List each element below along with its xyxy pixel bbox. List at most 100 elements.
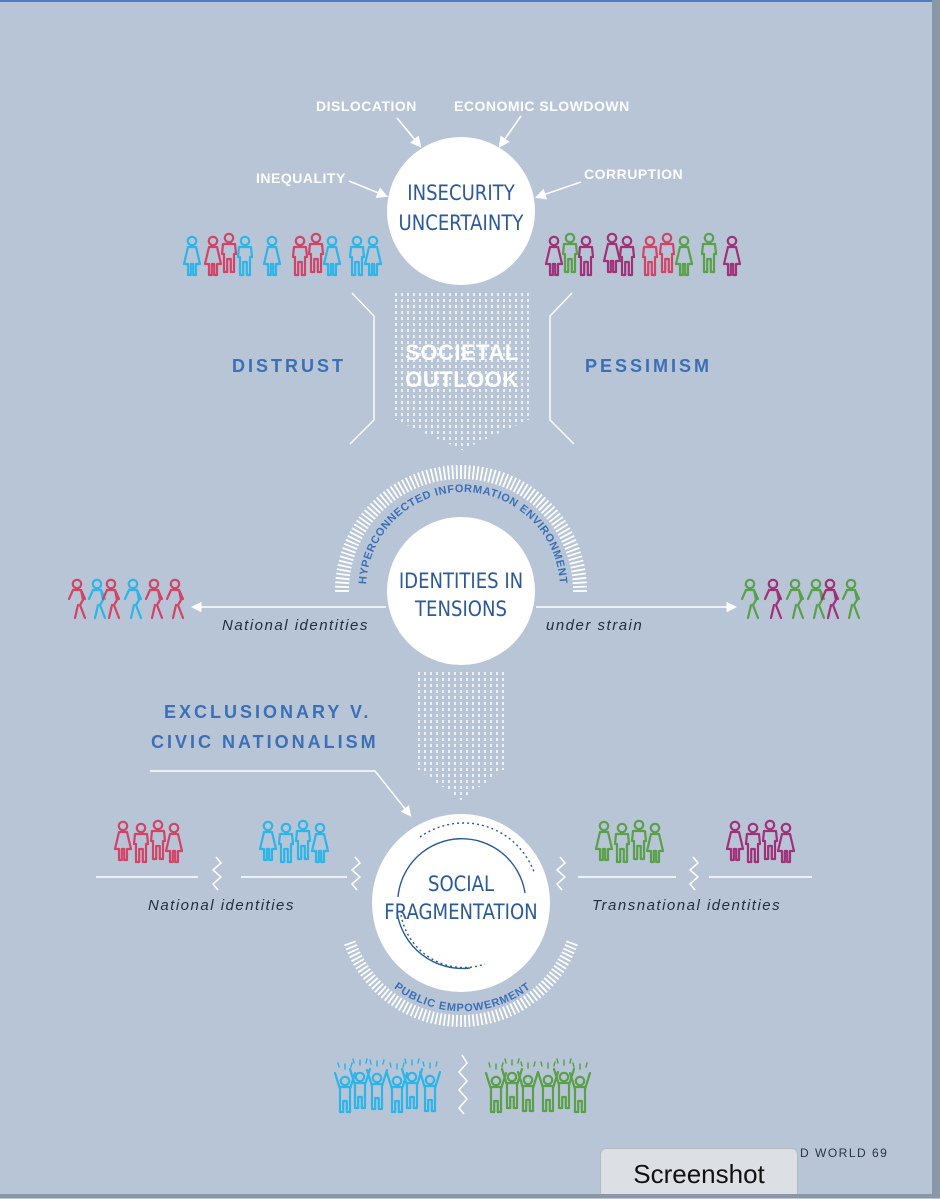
ring-tick	[435, 1013, 437, 1025]
group-national-red	[115, 821, 182, 862]
ring-tick	[488, 1012, 491, 1024]
ring-tick	[571, 565, 585, 568]
exclusionary-label: EXCLUSIONARY V.	[164, 702, 371, 723]
ring-tick	[568, 552, 581, 556]
nationalism-arrow	[150, 771, 410, 815]
ring-tick	[484, 468, 487, 482]
insecurity-line-2: UNCERTAINTY	[392, 208, 530, 238]
ring-tick	[336, 578, 350, 579]
outlook-line-2: OUTLOOK	[392, 366, 532, 393]
group-transnational-purple	[727, 821, 794, 862]
insecurity-title: INSECURITY UNCERTAINTY	[392, 178, 530, 238]
distrust-label: DISTRUST	[232, 356, 346, 377]
crowd-top-right	[546, 234, 740, 275]
ring-tick	[344, 941, 355, 945]
window-edge-bottom	[0, 1194, 940, 1198]
ring-tick	[435, 468, 438, 482]
ring-tick	[422, 471, 426, 484]
ring-tick	[339, 561, 353, 564]
ring-tick	[572, 573, 586, 575]
ring-tick	[452, 465, 453, 479]
outlook-line-1: SOCIETAL	[392, 339, 532, 366]
civic-nationalism-label: CIVIC NATIONALISM	[151, 732, 379, 753]
ring-tick	[499, 1008, 503, 1019]
economic-slowdown-label: ECONOMIC SLOWDOWN	[454, 98, 630, 114]
pessimism-label: PESSIMISM	[585, 356, 712, 377]
ring-tick	[335, 582, 349, 583]
ring-tick	[427, 1011, 430, 1023]
ring-tick	[488, 469, 491, 483]
ring-tick	[480, 467, 482, 481]
ring-tick	[415, 1007, 419, 1018]
ring-tick	[336, 573, 350, 575]
page-number: 69	[872, 1146, 888, 1160]
crowd-empowered-cyan	[335, 1059, 440, 1112]
identities-line-2: TENSIONS	[392, 595, 530, 623]
ring-tick	[348, 949, 359, 954]
ring-tick	[569, 556, 582, 560]
crowd-mid-right	[742, 580, 859, 618]
ring-tick	[431, 469, 434, 483]
ring-tick	[473, 466, 474, 480]
ring-tick	[337, 569, 351, 571]
ring-tick	[496, 471, 500, 484]
ring-tick	[507, 1005, 512, 1016]
ring-tick	[492, 470, 496, 483]
fragmentation-title: SOCIAL FRAGMENTATION	[384, 870, 539, 926]
ring-tick	[444, 1014, 446, 1026]
crowd-empowered-green	[486, 1059, 590, 1112]
ring-tick	[492, 1011, 495, 1023]
ring-tick	[480, 1013, 482, 1025]
ring-tick	[477, 466, 479, 480]
ring-tick	[484, 1013, 486, 1025]
ring-tick	[469, 1015, 470, 1027]
window-edge-right	[932, 0, 940, 1198]
group-transnational-green	[596, 821, 663, 862]
ring-tick	[565, 945, 576, 949]
identities-line-1: IDENTITIES IN	[392, 567, 530, 595]
ring-tick	[431, 1012, 434, 1024]
inequality-label: INEQUALITY	[256, 170, 346, 186]
ring-tick	[477, 1014, 479, 1026]
ring-tick	[439, 467, 441, 481]
ring-tick	[473, 1014, 474, 1026]
identities-title: IDENTITIES IN TENSIONS	[392, 567, 530, 623]
ring-tick	[571, 569, 585, 571]
group-national-cyan	[260, 821, 328, 862]
ring-tick	[452, 1015, 453, 1027]
ring-tick	[563, 949, 574, 954]
national-identities-bottom-caption: National identities	[148, 897, 295, 914]
transnational-identities-caption: Transnational identities	[592, 897, 781, 914]
crowd-mid-left	[69, 580, 183, 618]
fragmentation-line-2: FRAGMENTATION	[384, 898, 539, 926]
ring-tick	[341, 552, 354, 556]
under-strain-caption: under strain	[546, 617, 643, 634]
corruption-label: CORRUPTION	[584, 166, 683, 182]
ring-tick	[566, 941, 577, 945]
screenshot-overlay-button[interactable]: Screenshot	[600, 1148, 798, 1198]
ring-tick	[419, 1008, 423, 1019]
fragmentation-line-1: SOCIAL	[384, 870, 539, 898]
ring-tick	[469, 465, 470, 479]
insecurity-line-1: INSECURITY	[392, 178, 530, 208]
middle-dashes	[419, 672, 503, 800]
ring-tick	[439, 1013, 441, 1025]
ring-tick	[503, 1007, 507, 1018]
ring-tick	[573, 582, 587, 583]
ring-tick	[411, 1005, 416, 1016]
national-identities-caption: National identities	[222, 617, 369, 634]
ring-tick	[448, 466, 449, 480]
footer-text: D WORLD	[800, 1146, 867, 1160]
ring-tick	[448, 1014, 449, 1026]
societal-outlook-title: SOCIETAL OUTLOOK	[392, 339, 532, 393]
ring-tick	[338, 565, 352, 568]
ring-tick	[496, 1010, 500, 1021]
ring-tick	[572, 578, 586, 579]
crowd-top-left	[184, 234, 381, 275]
ring-tick	[570, 561, 584, 564]
dislocation-label: DISLOCATION	[316, 98, 417, 114]
ring-tick	[340, 556, 353, 560]
ring-tick	[346, 945, 357, 949]
ring-tick	[423, 1010, 427, 1021]
ring-tick	[443, 466, 445, 480]
